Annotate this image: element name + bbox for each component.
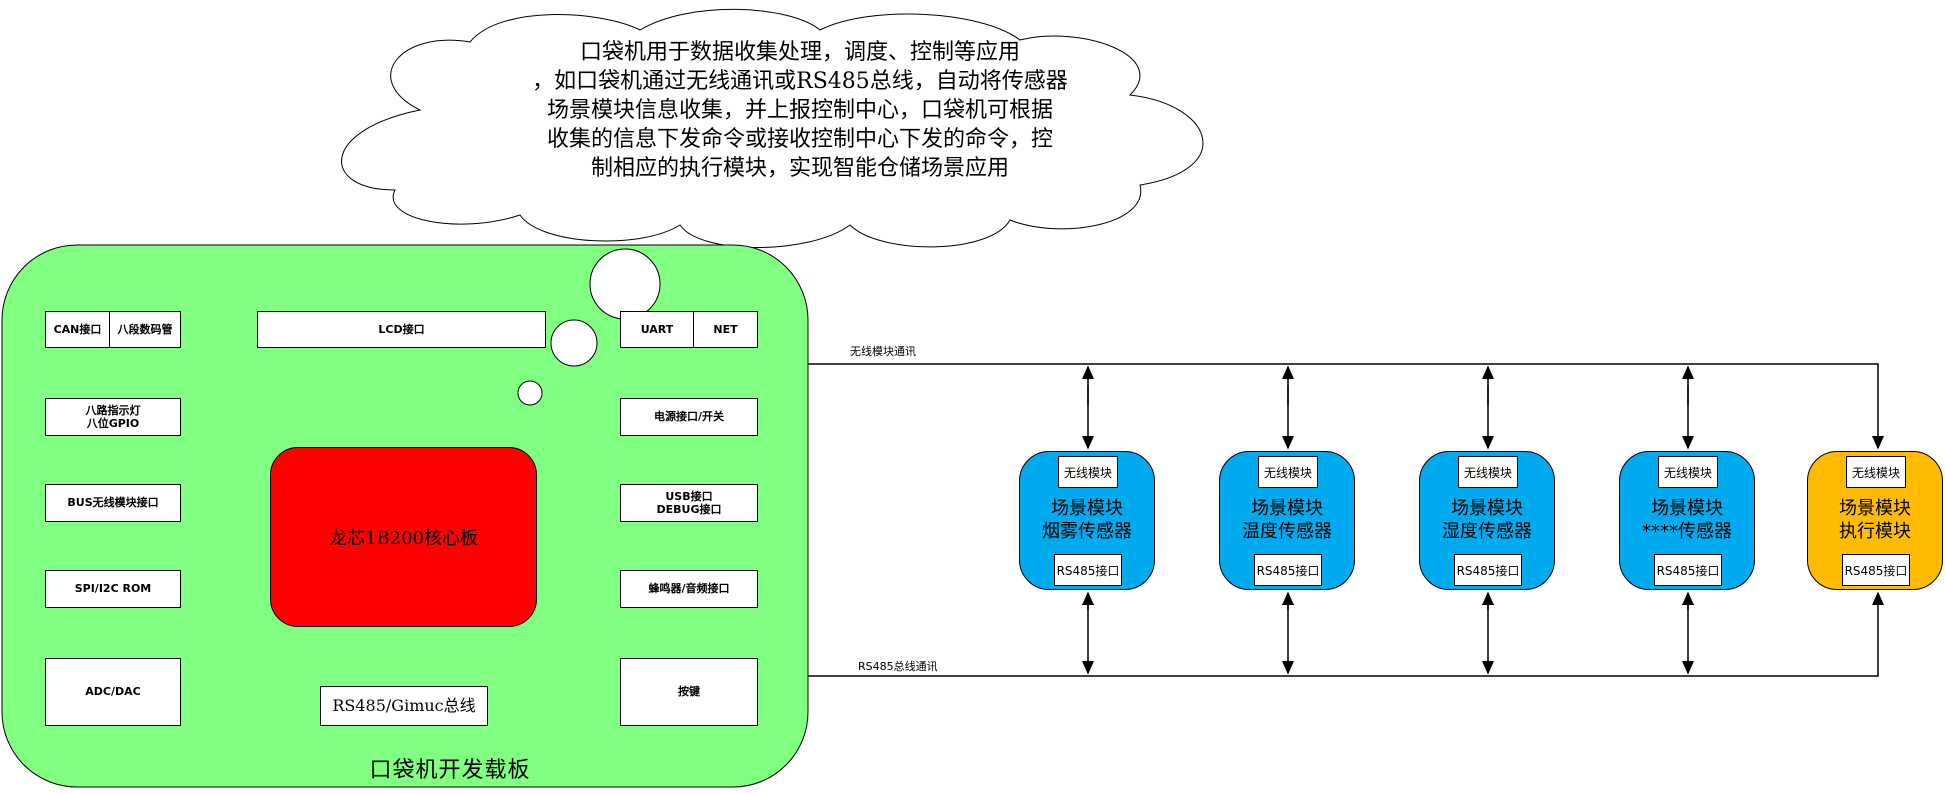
- board-title: 口袋机开发载板: [369, 758, 531, 783]
- hole-large: [589, 248, 661, 320]
- rs485-gimuc-bus: RS485/Gimuc总线: [320, 686, 488, 726]
- rs485-interface-tag: RS485接口: [1454, 554, 1522, 586]
- wireless-module-tag: 无线模块: [1258, 456, 1318, 488]
- lcd-interface: LCD接口: [257, 311, 546, 348]
- module-label: 场景模块 烟雾传感器: [1042, 498, 1132, 542]
- wireless-link-line: [808, 363, 1884, 450]
- wireless-module-tag: 无线模块: [1458, 456, 1518, 488]
- rs485-interface-tag: RS485接口: [1254, 554, 1322, 586]
- wireless-module-tag: 无线模块: [1846, 456, 1906, 488]
- adc-dac: ADC/DAC: [45, 658, 181, 726]
- cloud-description: 口袋机用于数据收集处理，调度、控制等应用 ，如口袋机通过无线通讯或RS485总线…: [532, 40, 1068, 181]
- led-gpio: 八路指示灯 八位GPIO: [45, 398, 181, 436]
- net-interface: NET: [713, 322, 738, 336]
- hole-medium: [550, 319, 598, 367]
- cloud-shape: [341, 8, 1204, 248]
- wireless-module-tag: 无线模块: [1658, 456, 1718, 488]
- scene-module: 无线模块场景模块 ****传感器 RS485接口: [1619, 451, 1755, 590]
- buzzer-audio-interface: 蜂鸣器/音频接口: [620, 570, 758, 608]
- wireless-link-label: 无线模块通讯: [850, 345, 916, 358]
- bus-wireless-interface: BUS无线模块接口: [45, 484, 181, 522]
- scene-module: 无线模块场景模块 湿度传感器 RS485接口: [1419, 451, 1555, 590]
- rs485-link-label: RS485总线通讯: [858, 660, 938, 673]
- rs485-interface-tag: RS485接口: [1842, 554, 1910, 586]
- scene-module: 无线模块场景模块 温度传感器 RS485接口: [1219, 451, 1355, 590]
- power-interface: 电源接口/开关: [620, 398, 758, 436]
- segment-display: 八段数码管: [117, 322, 173, 336]
- hole-small: [517, 380, 543, 406]
- scene-module: 无线模块场景模块 执行模块 RS485接口: [1807, 451, 1943, 590]
- uart-interface: UART: [621, 312, 694, 347]
- module-label: 场景模块 温度传感器: [1242, 498, 1332, 542]
- rs485-interface-tag: RS485接口: [1054, 554, 1122, 586]
- wireless-module-tag: 无线模块: [1058, 456, 1118, 488]
- module-label: 场景模块 ****传感器: [1642, 498, 1732, 542]
- module-label: 场景模块 执行模块: [1839, 498, 1911, 542]
- rs485-interface-tag: RS485接口: [1654, 554, 1722, 586]
- usb-debug-interface: USB接口 DEBUG接口: [620, 484, 758, 522]
- uart-net-box: UART NET: [620, 311, 758, 348]
- can-interface: CAN接口: [46, 312, 110, 347]
- key-button: 按键: [620, 658, 758, 726]
- scene-module: 无线模块场景模块 烟雾传感器 RS485接口: [1019, 451, 1155, 590]
- can-seg-box: CAN接口 八段数码管: [45, 311, 181, 348]
- core-board: 龙芯1B200核心板: [270, 447, 537, 627]
- module-label: 场景模块 湿度传感器: [1442, 498, 1532, 542]
- spi-i2c-rom: SPI/I2C ROM: [45, 570, 181, 608]
- rs485-link-line: [808, 591, 1884, 677]
